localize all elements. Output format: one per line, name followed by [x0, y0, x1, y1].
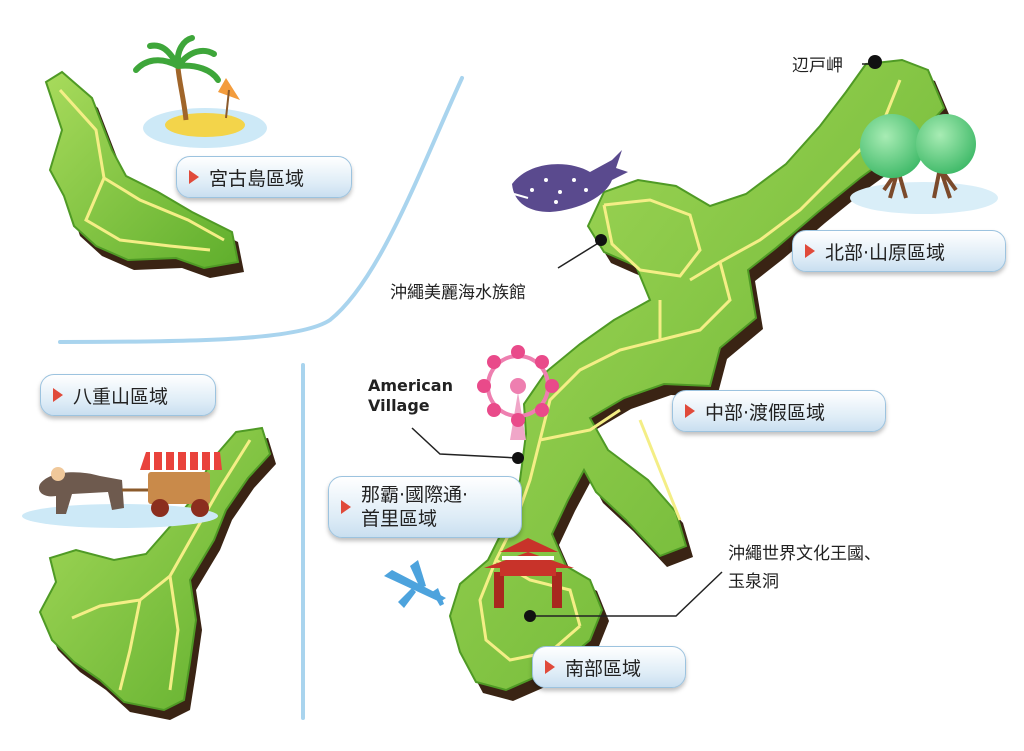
- region-button-naha[interactable]: 那霸‧國際通‧ 首里區域: [328, 476, 522, 538]
- american-village-marker[interactable]: [512, 452, 524, 464]
- region-button-miyako-label: 宮古島區域: [209, 167, 305, 190]
- miyako-island[interactable]: [44, 70, 244, 278]
- aquarium-label: 沖繩美麗海水族館: [390, 283, 526, 303]
- world-marker[interactable]: [524, 610, 536, 622]
- region-button-yaeyama[interactable]: 八重山區域: [40, 374, 216, 416]
- region-button-central[interactable]: 中部‧渡假區域: [672, 390, 886, 432]
- region-button-south[interactable]: 南部區域: [532, 646, 686, 688]
- ferris-wheel-illustration: [477, 345, 559, 440]
- chevron-right-icon: [341, 500, 351, 514]
- whale-shark-illustration: [512, 150, 628, 212]
- cape-hedo-label: 辺戸岬: [792, 56, 843, 76]
- mangrove-illustration: [850, 114, 998, 214]
- cape-hedo-marker[interactable]: [868, 55, 882, 69]
- region-button-central-label: 中部‧渡假區域: [705, 401, 826, 424]
- region-button-naha-label-line2: 首里區域: [361, 508, 438, 530]
- chevron-right-icon: [685, 404, 695, 418]
- yaeyama-island[interactable]: [38, 426, 276, 720]
- leader-world: [530, 571, 723, 617]
- leader-aquarium: [557, 241, 601, 269]
- chevron-right-icon: [805, 244, 815, 258]
- world-label-line1: 沖繩世界文化王國、: [728, 544, 881, 564]
- region-button-south-label: 南部區域: [565, 657, 642, 680]
- region-button-yaeyama-label: 八重山區域: [73, 385, 169, 408]
- palm-beach-illustration: [133, 35, 267, 148]
- region-button-north[interactable]: 北部‧山原區域: [792, 230, 1006, 272]
- american-village-label-line1: American: [368, 376, 453, 395]
- chevron-right-icon: [545, 660, 555, 674]
- chevron-right-icon: [189, 170, 199, 184]
- american-village-label: American Village: [368, 376, 453, 416]
- world-label: 沖繩世界文化王國、 玉泉洞: [728, 540, 881, 596]
- buffalo-cart-illustration: [22, 452, 222, 528]
- region-button-north-label: 北部‧山原區域: [825, 241, 946, 264]
- american-village-label-line2: Village: [368, 396, 430, 415]
- aquarium-marker[interactable]: [595, 234, 607, 246]
- region-button-naha-label-line1: 那霸‧國際通‧: [361, 484, 469, 506]
- leader-american-village: [411, 427, 519, 459]
- world-label-line2: 玉泉洞: [728, 572, 779, 592]
- chevron-right-icon: [53, 388, 63, 402]
- okinawa-main-island[interactable]: [448, 58, 951, 701]
- divider-curve: [58, 76, 464, 344]
- airplane-illustration: [384, 560, 446, 608]
- shuri-gate-illustration: [484, 538, 574, 608]
- region-button-miyako[interactable]: 宮古島區域: [176, 156, 352, 198]
